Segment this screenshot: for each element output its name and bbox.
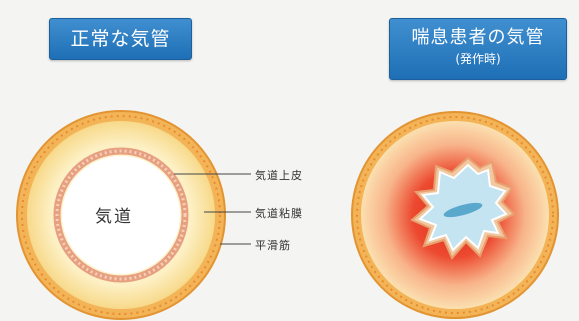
epithelium-label: 気道上皮 xyxy=(255,167,303,183)
smooth-muscle-label: 平滑筋 xyxy=(255,237,291,253)
airway-label: 気道 xyxy=(95,202,133,227)
mucosa-label: 気道粘膜 xyxy=(255,205,303,221)
asthma-trachea-cross-section xyxy=(352,112,558,318)
